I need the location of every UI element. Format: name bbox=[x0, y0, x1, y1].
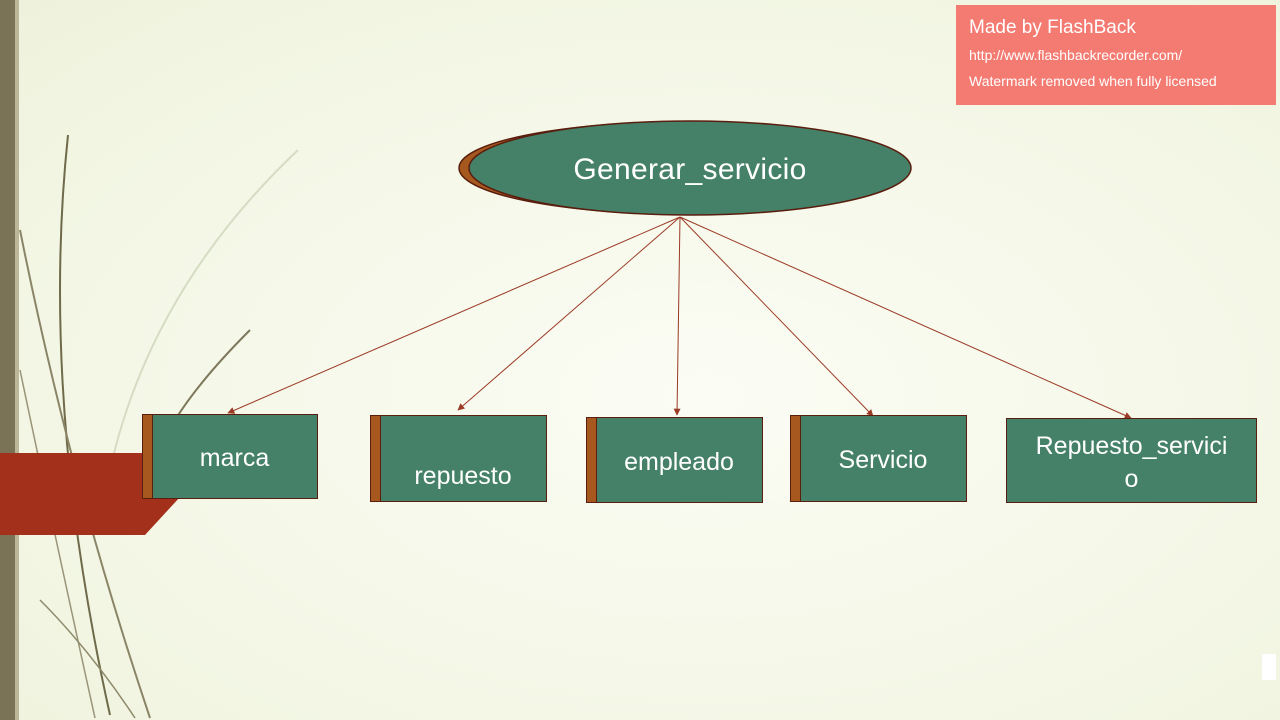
root-node-label: Generar_servicio bbox=[573, 153, 807, 186]
node-marca-tab bbox=[143, 415, 153, 498]
slide-left-bar bbox=[0, 0, 18, 720]
node-repuesto-servicio-label-cont: o bbox=[1124, 465, 1139, 493]
node-marca: marca bbox=[142, 414, 318, 499]
edge-marker bbox=[1262, 654, 1276, 680]
node-marca-label: marca bbox=[199, 444, 270, 472]
node-servicio-tab bbox=[791, 416, 801, 501]
node-repuesto-servicio-label: Repuesto_servici bbox=[1035, 432, 1228, 460]
slide-left-bar-highlight bbox=[15, 0, 19, 720]
arrow-root-to-repuesto bbox=[457, 216, 681, 411]
watermark-note: Watermark removed when fully licensed bbox=[969, 73, 1217, 89]
watermark-url: http://www.flashbackrecorder.com/ bbox=[969, 47, 1183, 63]
node-repuesto-servicio: Repuesto_servici o bbox=[1006, 418, 1257, 503]
node-empleado: empleado bbox=[586, 417, 763, 503]
node-repuesto-tab bbox=[371, 416, 381, 501]
node-repuesto-label: repuesto bbox=[414, 462, 512, 490]
root-node-ellipse bbox=[468, 120, 912, 216]
node-empleado-label: empleado bbox=[624, 448, 734, 476]
node-empleado-tab bbox=[587, 418, 597, 502]
node-repuesto: repuesto bbox=[370, 415, 547, 502]
node-servicio-label: Servicio bbox=[838, 446, 928, 474]
arrow-root-to-servicio bbox=[679, 216, 874, 417]
watermark-title: Made by FlashBack bbox=[969, 17, 1136, 38]
arrow-root-to-empleado bbox=[673, 216, 681, 416]
arrow-root-to-marca bbox=[227, 216, 681, 414]
arrow-root-to-repuesto-servicio bbox=[679, 216, 1132, 419]
node-servicio: Servicio bbox=[790, 415, 967, 502]
flashback-watermark: Made by FlashBack http://www.flashbackre… bbox=[956, 5, 1276, 105]
